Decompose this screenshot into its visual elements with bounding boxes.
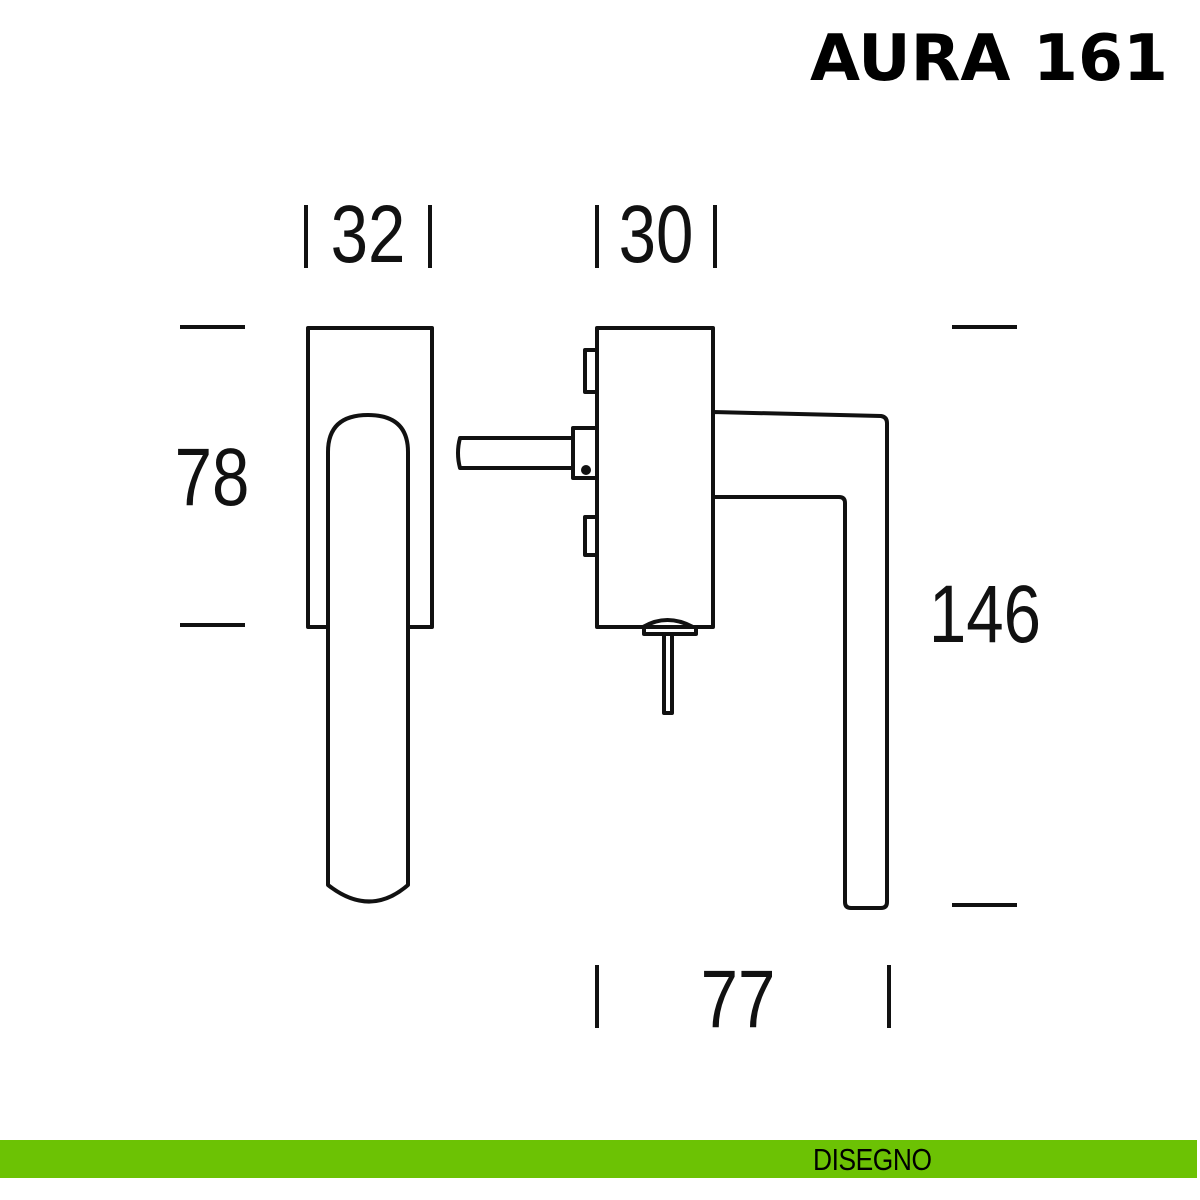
dimension-projection: 77 xyxy=(595,953,891,1045)
side-rose xyxy=(595,326,715,629)
dimension-front-width: 32 xyxy=(304,188,432,280)
footer-bar xyxy=(0,1140,1197,1178)
product-title: AURA 161 xyxy=(810,22,1168,96)
dimension-label-30: 30 xyxy=(619,188,694,280)
side-view-handle xyxy=(456,326,889,910)
footer-label: DISEGNO xyxy=(813,1142,932,1177)
dimension-label-32: 32 xyxy=(331,188,406,280)
key-rod xyxy=(662,632,674,715)
spindle-collar xyxy=(571,426,599,480)
front-grip xyxy=(326,413,410,904)
front-view-handle xyxy=(306,326,434,904)
side-lever xyxy=(711,410,889,910)
dimension-label-78: 78 xyxy=(175,431,250,523)
dimension-label-77: 77 xyxy=(701,953,776,1045)
dimension-total-height: 146 xyxy=(929,325,1041,907)
dimension-rose-height: 78 xyxy=(175,325,250,627)
dimension-label-146: 146 xyxy=(929,568,1041,660)
spindle xyxy=(456,436,575,470)
screw-dot xyxy=(581,465,591,475)
dimension-side-width: 30 xyxy=(595,188,717,280)
